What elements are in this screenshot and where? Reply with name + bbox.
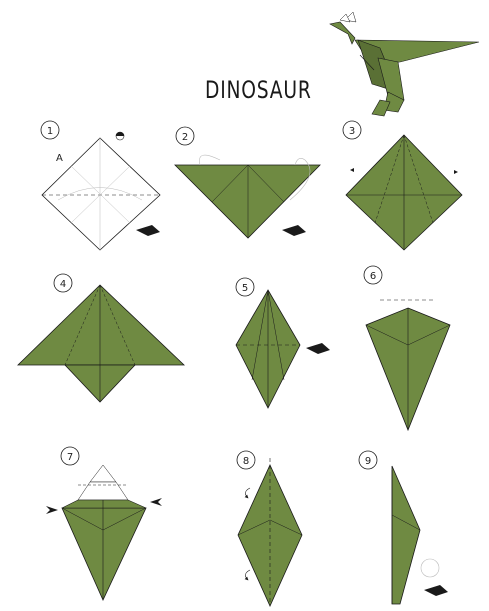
turn-over-arrow-icon bbox=[424, 585, 448, 596]
step-2: 2 bbox=[175, 127, 320, 238]
step-7-number: 7 bbox=[67, 452, 73, 463]
step-4: 4 bbox=[18, 274, 184, 402]
step-8: 8 bbox=[237, 451, 302, 606]
step-6: 6 bbox=[364, 266, 450, 430]
step-3-number: 3 bbox=[349, 126, 355, 137]
step-9: 9 bbox=[359, 451, 448, 604]
step-6-number: 6 bbox=[370, 271, 376, 282]
step-9-number: 9 bbox=[365, 456, 371, 467]
step-1-number: 1 bbox=[47, 126, 53, 137]
step-2-number: 2 bbox=[182, 132, 188, 143]
turn-over-arrow-icon bbox=[282, 225, 306, 236]
step-1-annotation: A bbox=[56, 153, 63, 164]
step-5: 5 bbox=[236, 278, 330, 408]
step-5-number: 5 bbox=[242, 283, 248, 294]
step-7: 7 bbox=[46, 447, 162, 600]
turn-over-arrow-icon bbox=[136, 225, 160, 236]
fold-arrow-icon bbox=[245, 488, 250, 498]
finished-dinosaur-model bbox=[330, 12, 479, 116]
step-8-number: 8 bbox=[243, 456, 249, 467]
step-1: 1 A bbox=[41, 121, 160, 250]
turn-over-arrow-icon bbox=[306, 343, 330, 354]
step-4-number: 4 bbox=[60, 279, 66, 290]
step-3: 3 bbox=[343, 121, 462, 250]
